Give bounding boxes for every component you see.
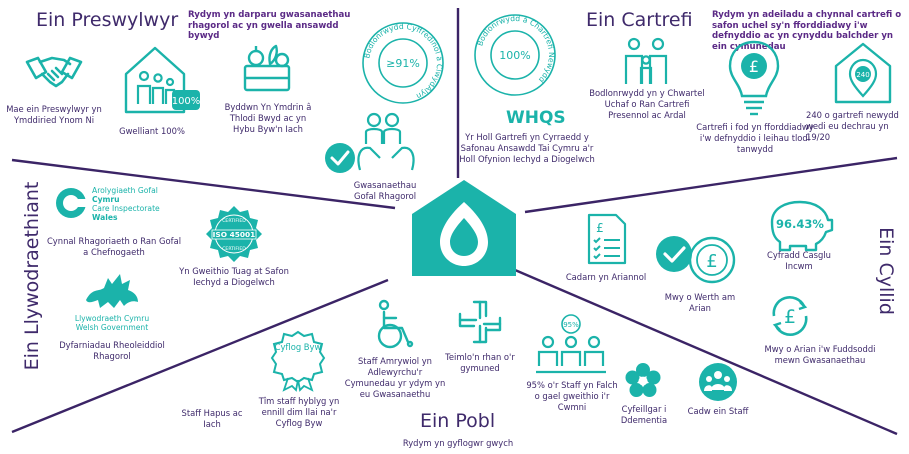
value-for-money-caption: Mwy o Werth am Arian xyxy=(664,292,736,313)
handshake-icon xyxy=(25,56,83,88)
svg-text:CERTIFIED: CERTIFIED xyxy=(222,246,246,252)
clwydalyn-logo-icon xyxy=(412,180,516,276)
improvement-value: 100% xyxy=(172,96,201,107)
income-collection-value: 96.43% xyxy=(776,217,824,231)
welsh-government-name: Llywodraeth Cymru Welsh Government xyxy=(74,314,150,333)
residents-subheading: Rydym yn darparu gwasanaethau rhagorol a… xyxy=(188,10,351,42)
dementia-friendly-caption: Cyfeillgar i Ddementia xyxy=(620,404,668,425)
care-excellence-caption: Cynnal Rhagoriaeth o Ran Gofal a Chefnog… xyxy=(46,236,182,257)
affordable-homes-caption: Cartrefi i fod yn fforddiadwy i'w defnyd… xyxy=(696,122,814,154)
trust-caption: Mae ein Preswylwyr yn Ymddiried Ynom Ni xyxy=(6,104,102,125)
new-homes-caption: 240 o gartrefi newydd wedi eu dechrau yn… xyxy=(806,110,899,142)
living-wage-label: Cyflog Byw xyxy=(274,342,322,352)
forget-me-not-icon xyxy=(625,363,661,397)
financial-document-icon: £ xyxy=(587,213,627,265)
community-caption: Teimlo'n rhan o'r gymuned xyxy=(445,352,515,373)
welsh-dragon-icon xyxy=(86,274,138,308)
svg-text:£: £ xyxy=(784,306,796,328)
family-icon xyxy=(624,37,668,84)
people-heading: Ein Pobl xyxy=(420,410,496,432)
new-homes-satisfaction-value: 100% xyxy=(499,49,530,62)
governance-heading: Ein Llywodraethiant xyxy=(21,181,43,371)
reinvest-caption: Mwy o Arian i'w Fuddsoddi mewn Gwasanaet… xyxy=(764,344,876,365)
residents-heading: Ein Preswylwyr xyxy=(36,9,179,31)
proud-staff-value: 95% xyxy=(563,321,579,329)
svg-text:£: £ xyxy=(596,221,604,235)
new-homes-value: 240 xyxy=(856,71,869,79)
reinvest-pound-icon: £ xyxy=(772,296,808,336)
care-services-caption: Gwasanaethau Gofal Rhagorol xyxy=(353,180,417,201)
new-homes-satisfaction-badge: Bodlonrwydd â Chartrefi Newydd 100% xyxy=(474,14,556,96)
homes-subheading: Rydym yn adeiladu a chynnal cartrefi o s… xyxy=(712,10,902,53)
staff-group-icon: 95% xyxy=(536,314,606,374)
svg-text:£: £ xyxy=(706,251,717,272)
energy-bulb-icon: £ xyxy=(728,40,780,116)
staff-retention-icon xyxy=(699,363,737,401)
diverse-staff-caption: Staff Amrywiol yn Adlewyrchu'r Cymunedau… xyxy=(344,356,446,399)
care-inspectorate-name: Arolygiaeth Gofal Cymru Care Inspectorat… xyxy=(92,186,160,223)
care-inspectorate-logo-icon xyxy=(56,188,88,218)
finance-heading: Ein Cyllid xyxy=(875,227,897,315)
whqs-caption: Yr Holl Gartrefi yn Cyrraedd y Safonau A… xyxy=(459,132,595,164)
food-poverty-caption: Byddwn Yn Ymdrin â Thlodi Bwyd ac yn Hyb… xyxy=(224,102,312,134)
regulatory-caption: Dyfarniadau Rheoleiddiol Rhagorol xyxy=(59,340,165,361)
happy-staff-caption: Staff Hapus ac Iach xyxy=(181,408,243,429)
income-collection-caption: Cyfradd Casglu Incwm xyxy=(767,250,831,271)
overall-satisfaction-value: ≥91% xyxy=(386,57,420,70)
svg-text:ISO 45001: ISO 45001 xyxy=(213,230,256,239)
bulb-pound-symbol: £ xyxy=(749,57,759,76)
living-wage-badge xyxy=(270,330,326,392)
wheelchair-icon xyxy=(377,299,414,349)
people-subheading: Rydym yn gyflogwr gwych xyxy=(402,438,514,448)
vegetable-crate-icon xyxy=(243,44,291,92)
svg-text:CERTIFIED: CERTIFIED xyxy=(222,218,246,224)
piggy-bank-icon: 96.43% xyxy=(770,200,834,252)
iso-45001-badge: CERTIFIED ISO 45001 CERTIFIED xyxy=(206,206,262,262)
financially-strong-caption: Cadarn yn Ariannol xyxy=(565,272,647,282)
improvement-caption: Gwelliant 100% xyxy=(119,126,185,136)
value-for-money-icon: £ xyxy=(656,236,736,284)
whqs-title: WHQS xyxy=(506,108,566,128)
new-homes-pin-icon: 240 xyxy=(834,42,892,104)
care-services-icon xyxy=(325,112,415,173)
staff-retention-caption: Cadw ein Staff xyxy=(687,406,749,416)
existing-homes-caption: Bodlonrwydd yn y Chwartel Uchaf o Ran Ca… xyxy=(589,88,705,120)
living-wage-caption: Tîm staff hyblyg yn ennill dim llai na'r… xyxy=(258,396,340,428)
health-safety-caption: Yn Gweithio Tuag at Safon Iechyd a Dioge… xyxy=(179,266,289,287)
overall-satisfaction-badge: Bodlonrwydd Cyffredinol â ClwydAlyn ≥91% xyxy=(362,22,444,104)
proud-staff-caption: 95% o'r Staff yn Falch o gael gweithio i… xyxy=(526,380,618,412)
hands-together-icon xyxy=(458,300,502,344)
family-house-icon: 100% xyxy=(124,46,201,114)
homes-heading: Ein Cartrefi xyxy=(586,9,693,31)
